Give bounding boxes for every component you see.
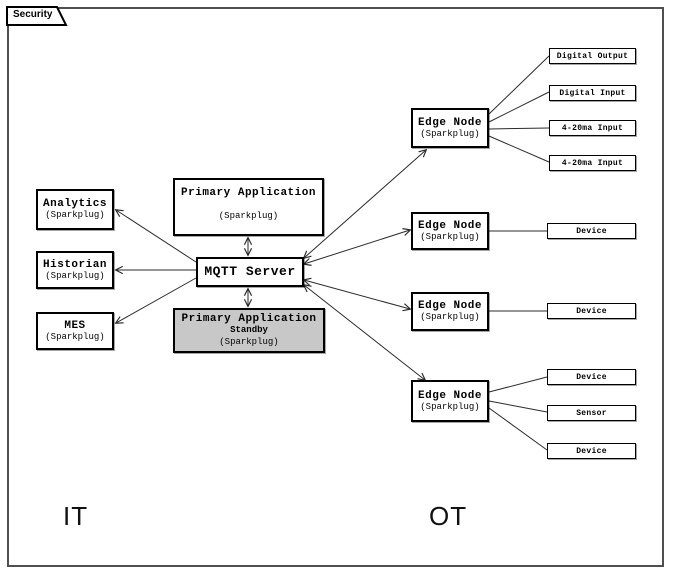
edge-node-1: Edge Node (Sparkplug) <box>411 108 489 148</box>
io-420ma-input-2: 4-20ma Input <box>549 155 636 171</box>
analytics-title: Analytics <box>43 198 107 211</box>
device-edge4-2: Device <box>547 443 636 459</box>
ot-zone-label: OT <box>429 501 468 531</box>
security-frame-label: Security <box>13 9 53 20</box>
device-edge4-1: Device <box>547 369 636 385</box>
security-tab <box>6 6 68 26</box>
primary-application-node: Primary Application (Sparkplug) <box>173 178 324 236</box>
edge-node-1-title: Edge Node <box>418 116 482 129</box>
device-edge3: Device <box>547 303 636 319</box>
analytics-node: Analytics (Sparkplug) <box>36 189 114 230</box>
sensor-edge4: Sensor <box>547 405 636 421</box>
mes-title: MES <box>64 319 86 332</box>
edge-node-4-sub: (Sparkplug) <box>420 401 480 412</box>
edge-node-2: Edge Node (Sparkplug) <box>411 212 489 250</box>
edge-node-3-sub: (Sparkplug) <box>420 312 480 323</box>
historian-node: Historian (Sparkplug) <box>36 251 114 289</box>
device-edge2: Device <box>547 223 636 239</box>
mqtt-server-title: MQTT Server <box>204 263 296 279</box>
security-frame <box>7 7 664 567</box>
edge-node-4: Edge Node (Sparkplug) <box>411 380 489 422</box>
edge-node-3: Edge Node (Sparkplug) <box>411 292 489 331</box>
standby-application-state: Standby <box>230 325 268 336</box>
edge-node-4-title: Edge Node <box>418 389 482 402</box>
historian-sub: (Sparkplug) <box>45 270 105 281</box>
standby-application-title: Primary Application <box>181 313 317 326</box>
mes-sub: (Sparkplug) <box>45 331 105 342</box>
mqtt-server-node: MQTT Server <box>196 257 304 287</box>
edge-node-1-sub: (Sparkplug) <box>420 128 480 139</box>
mes-node: MES (Sparkplug) <box>36 312 114 350</box>
historian-title: Historian <box>43 258 107 271</box>
edge-node-2-title: Edge Node <box>418 219 482 232</box>
edge-node-3-title: Edge Node <box>418 300 482 313</box>
it-zone-label: IT <box>63 501 89 531</box>
standby-application-node: Primary Application Standby (Sparkplug) <box>173 308 325 353</box>
io-digital-output: Digital Output <box>549 48 636 64</box>
primary-application-sub: (Sparkplug) <box>218 211 279 222</box>
io-digital-input: Digital Input <box>549 85 636 101</box>
io-420ma-input-1: 4-20ma Input <box>549 120 636 136</box>
edge-node-2-sub: (Sparkplug) <box>420 231 480 242</box>
analytics-sub: (Sparkplug) <box>45 210 105 221</box>
primary-application-title: Primary Application <box>181 187 316 199</box>
standby-application-sub: (Sparkplug) <box>219 336 279 347</box>
